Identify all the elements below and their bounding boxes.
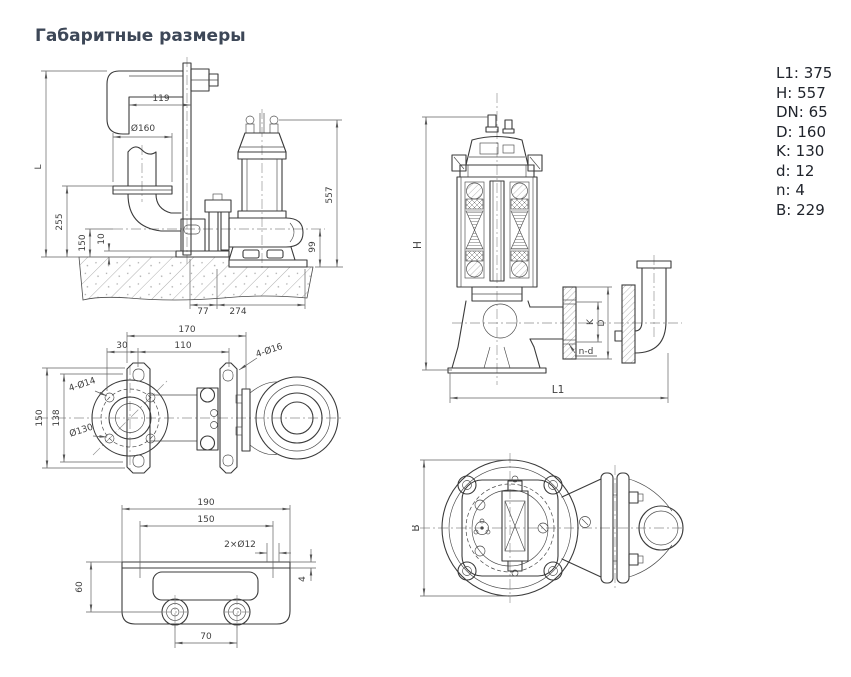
dimension-labels: B [412,524,422,531]
dim-138: 138 [52,409,62,426]
dim-4: 4 [298,576,308,582]
coupling-top-view-drawing: 170 30 110 4-Ø16 4-Ø14 Ø130 150 138 [35,325,343,474]
dim-119: 119 [152,94,169,104]
dim-110: 110 [174,341,191,351]
dimension-labels: 170 30 110 4-Ø16 4-Ø14 Ø130 150 138 [35,325,284,440]
dim-190: 190 [197,498,214,508]
spec-item-n: n: 4 [776,181,805,199]
discharge-flange [562,286,577,360]
spec-item-DN: DN: 65 [776,103,828,121]
dim-L: L [34,164,44,169]
dimension-lines [422,116,669,403]
dimension-lines [86,505,316,648]
dim-4x14: 4-Ø14 [67,375,97,394]
bracket-drawing: 190 150 2×Ø12 60 4 70 [75,498,316,648]
dim-2x12: 2×Ø12 [224,539,256,550]
centerlines [420,453,684,603]
spec-item-K: K: 130 [776,142,825,160]
pump-housing-top [441,459,579,597]
dimension-lines [420,459,508,597]
coupling-body [126,362,251,474]
dim-150: 150 [35,409,45,426]
centerlines [38,365,343,473]
spec-item-B: B: 229 [776,200,825,219]
dimension-labels: 190 150 2×Ø12 60 4 70 [75,498,308,642]
dim-10: 10 [97,233,107,245]
flange-and-elbow-top [561,472,684,584]
dim-99: 99 [308,241,318,253]
spec-item-d: d: 12 [776,161,815,180]
dimension-labels: H K D n-d L1 [412,241,607,396]
dim-K: K [586,318,596,325]
page-title: Габаритные размеры [35,26,246,46]
dimension-lines [42,332,258,469]
dim-160: Ø160 [131,123,156,134]
dim-4x16: 4-Ø16 [254,341,284,360]
pump-cross-section [447,114,564,374]
spec-list: L1: 375 H: 557 DN: 65 D: 160 K: 130 d: 1… [776,64,832,220]
centerlines [113,57,325,270]
dim-130: Ø130 [68,422,95,440]
inlet-flange [91,379,169,457]
dim-77: 77 [197,307,208,317]
riser-elbow-and-coupling [112,146,232,258]
dim-L1: L1 [552,384,565,396]
installation-side-view-drawing: L 119 Ø160 255 150 10 77 274 99 557 [34,57,343,317]
dim-150: 150 [78,234,88,251]
elbow-top-view [249,376,339,460]
concrete-floor [78,256,314,301]
dim-nd: n-d [579,347,594,357]
dim-D: D [597,319,607,326]
dimension-labels: L 119 Ø160 255 150 10 77 274 99 557 [34,94,335,317]
dim-30: 30 [116,341,128,351]
dim-255: 255 [55,213,65,230]
bracket-plate [121,561,291,630]
pump-top-view-drawing: B [412,453,684,603]
dim-B: B [412,524,422,531]
dim-H: H [412,241,424,249]
spec-item-D: D: 160 [776,122,827,141]
submersible-pump-side [228,113,308,268]
guide-rail-and-bracket [106,62,219,256]
dim-274: 274 [229,307,246,317]
dim-150: 150 [197,515,214,525]
dim-170: 170 [178,325,195,335]
dim-60: 60 [75,581,85,593]
spec-item-L1: L1: 375 [776,64,833,82]
dim-557: 557 [325,186,335,203]
dim-70: 70 [200,632,212,642]
discharge-elbow [614,260,672,364]
pump-section-drawing: H K D n-d L1 [412,93,682,403]
dimension-lines [41,70,343,309]
spec-item-H: H: 557 [776,83,826,102]
